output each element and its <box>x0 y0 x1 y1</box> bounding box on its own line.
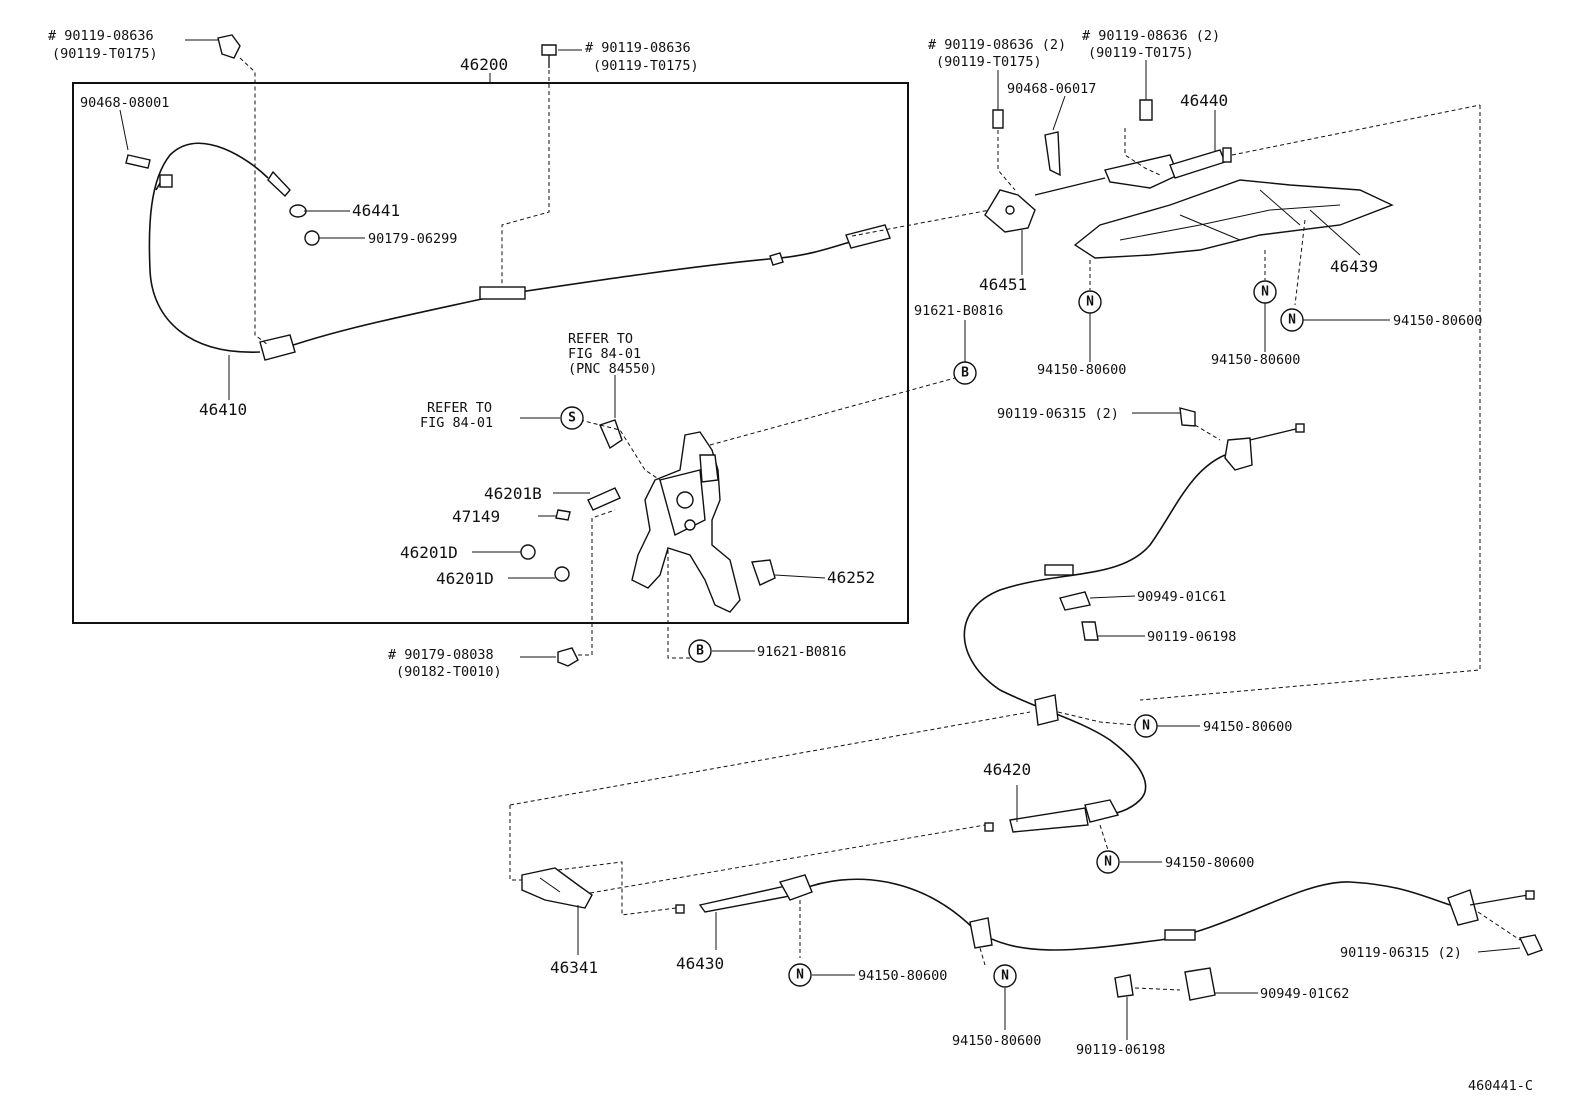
spring-46201B <box>587 487 621 511</box>
svg-text:N: N <box>1288 313 1296 328</box>
symbol-n-6: N <box>788 963 812 987</box>
label-94150-7: 94150-80600 <box>952 1033 1041 1049</box>
label-94150-2: 94150-80600 <box>1211 352 1300 368</box>
bolt-tr2 <box>1139 99 1153 121</box>
rear-cable-46430 <box>675 874 1535 951</box>
label-91621-B0816-top: 91621-B0816 <box>914 303 1003 319</box>
label-46439: 46439 <box>1330 257 1378 276</box>
label-46430: 46430 <box>676 954 724 973</box>
bolt-90119-06315-bot <box>1518 934 1543 956</box>
label-90179-06299: 90179-06299 <box>368 231 457 247</box>
bolt-90119-06198-a <box>1081 621 1099 641</box>
label-90119-06198-b: 90119-06198 <box>1076 1042 1165 1058</box>
label-46201D-a: 46201D <box>400 543 458 562</box>
label-90119-06315-bot: 90119-06315 (2) <box>1340 945 1462 961</box>
label-90468-06017: 90468-06017 <box>1007 81 1096 97</box>
label-46201D-b: 46201D <box>436 569 494 588</box>
equalizer-46440 <box>1034 147 1232 196</box>
refer-a-line1: REFER TO <box>568 331 633 347</box>
label-90119-06315-top: 90119-06315 (2) <box>997 406 1119 422</box>
label-94150-5: 94150-80600 <box>1165 855 1254 871</box>
label-94150-3: 94150-80600 <box>1393 313 1482 329</box>
nut-90179-06299 <box>304 230 320 246</box>
grommet-46441 <box>289 204 307 218</box>
svg-text:N: N <box>1142 719 1150 734</box>
label-90119-06198-a: 90119-06198 <box>1147 629 1236 645</box>
bolt-bl-line1: # 90179-08038 <box>388 647 494 663</box>
bolt-90119-06198-b <box>1114 974 1134 998</box>
symbol-s: S <box>560 406 584 430</box>
svg-text:S: S <box>568 411 576 426</box>
label-90949-01C62: 90949-01C62 <box>1260 986 1349 1002</box>
connector-46341 <box>521 867 593 909</box>
bolt-tr2-line1: # 90119-08636 (2) <box>1082 28 1220 44</box>
clip-90949-01C61 <box>1059 591 1091 611</box>
label-46201B: 46201B <box>484 484 542 503</box>
bolt-tr1 <box>992 109 1004 129</box>
label-94150-4: 94150-80600 <box>1203 719 1292 735</box>
bushing-46201D-a <box>520 544 536 560</box>
symbol-b-1: B <box>953 361 977 385</box>
svg-text:N: N <box>1086 295 1094 310</box>
label-94150-1: 94150-80600 <box>1037 362 1126 378</box>
refer-b-line1: REFER TO <box>427 400 492 416</box>
parking-brake-pedal-assembly <box>599 419 741 613</box>
refer-a-line3: (PNC 84550) <box>568 361 657 377</box>
bolt-tc <box>541 44 557 56</box>
bushing-46201D-b <box>554 566 570 582</box>
clip-90468-08001 <box>125 154 151 169</box>
clip-90468-06017 <box>1044 131 1061 177</box>
svg-text:B: B <box>961 366 969 381</box>
nut-90179-08038 <box>557 647 579 667</box>
stopper-46252 <box>751 559 776 586</box>
bolt-tl <box>217 34 241 59</box>
bracket-46451 <box>984 189 1036 233</box>
bolt-tr1-line1: # 90119-08636 (2) <box>928 37 1066 53</box>
label-46410: 46410 <box>199 400 247 419</box>
symbol-n-2: N <box>1253 280 1277 304</box>
symbol-b-2: B <box>688 639 712 663</box>
bolt-tl-line2: (90119-T0175) <box>52 46 158 62</box>
label-46440: 46440 <box>1180 91 1228 110</box>
assembly-46200-box <box>72 82 909 624</box>
label-90949-01C61: 90949-01C61 <box>1137 589 1226 605</box>
bolt-tr1-line2: (90119-T0175) <box>936 54 1042 70</box>
symbol-n-5: N <box>1096 850 1120 874</box>
bolt-tl-line1: # 90119-08636 <box>48 28 154 44</box>
bolt-tr2-line2: (90119-T0175) <box>1088 45 1194 61</box>
label-94150-6: 94150-80600 <box>858 968 947 984</box>
heat-insulator-46439 <box>1073 179 1394 259</box>
bolt-90119-06315-top <box>1179 407 1196 427</box>
label-46252: 46252 <box>827 568 875 587</box>
svg-text:B: B <box>696 644 704 659</box>
symbol-n-4: N <box>1134 714 1158 738</box>
label-46200: 46200 <box>460 55 508 74</box>
bolt-bl-line2: (90182-T0010) <box>396 664 502 680</box>
pin-47149 <box>555 509 571 521</box>
front-cable-46410 <box>148 142 891 361</box>
bolt-tc-line2: (90119-T0175) <box>593 58 699 74</box>
label-90468-08001: 90468-08001 <box>80 95 169 111</box>
label-46451: 46451 <box>979 275 1027 294</box>
bolt-tc-line1: # 90119-08636 <box>585 40 691 56</box>
symbol-n-3: N <box>1280 308 1304 332</box>
label-46420: 46420 <box>983 760 1031 779</box>
label-91621-B0816-bot: 91621-B0816 <box>757 644 846 660</box>
svg-text:N: N <box>1001 969 1009 984</box>
figure-id: 460441-C <box>1468 1078 1533 1094</box>
svg-text:N: N <box>1104 855 1112 870</box>
clip-90949-01C62 <box>1184 967 1216 1001</box>
symbol-n-7: N <box>993 964 1017 988</box>
label-46341: 46341 <box>550 958 598 977</box>
label-47149: 47149 <box>452 507 500 526</box>
refer-a-line2: FIG 84-01 <box>568 346 641 362</box>
refer-b-line2: FIG 84-01 <box>420 415 493 431</box>
svg-text:N: N <box>796 968 804 983</box>
label-46441: 46441 <box>352 201 400 220</box>
rear-cable-46420 <box>963 423 1305 833</box>
svg-text:N: N <box>1261 285 1269 300</box>
symbol-n-1: N <box>1078 290 1102 314</box>
